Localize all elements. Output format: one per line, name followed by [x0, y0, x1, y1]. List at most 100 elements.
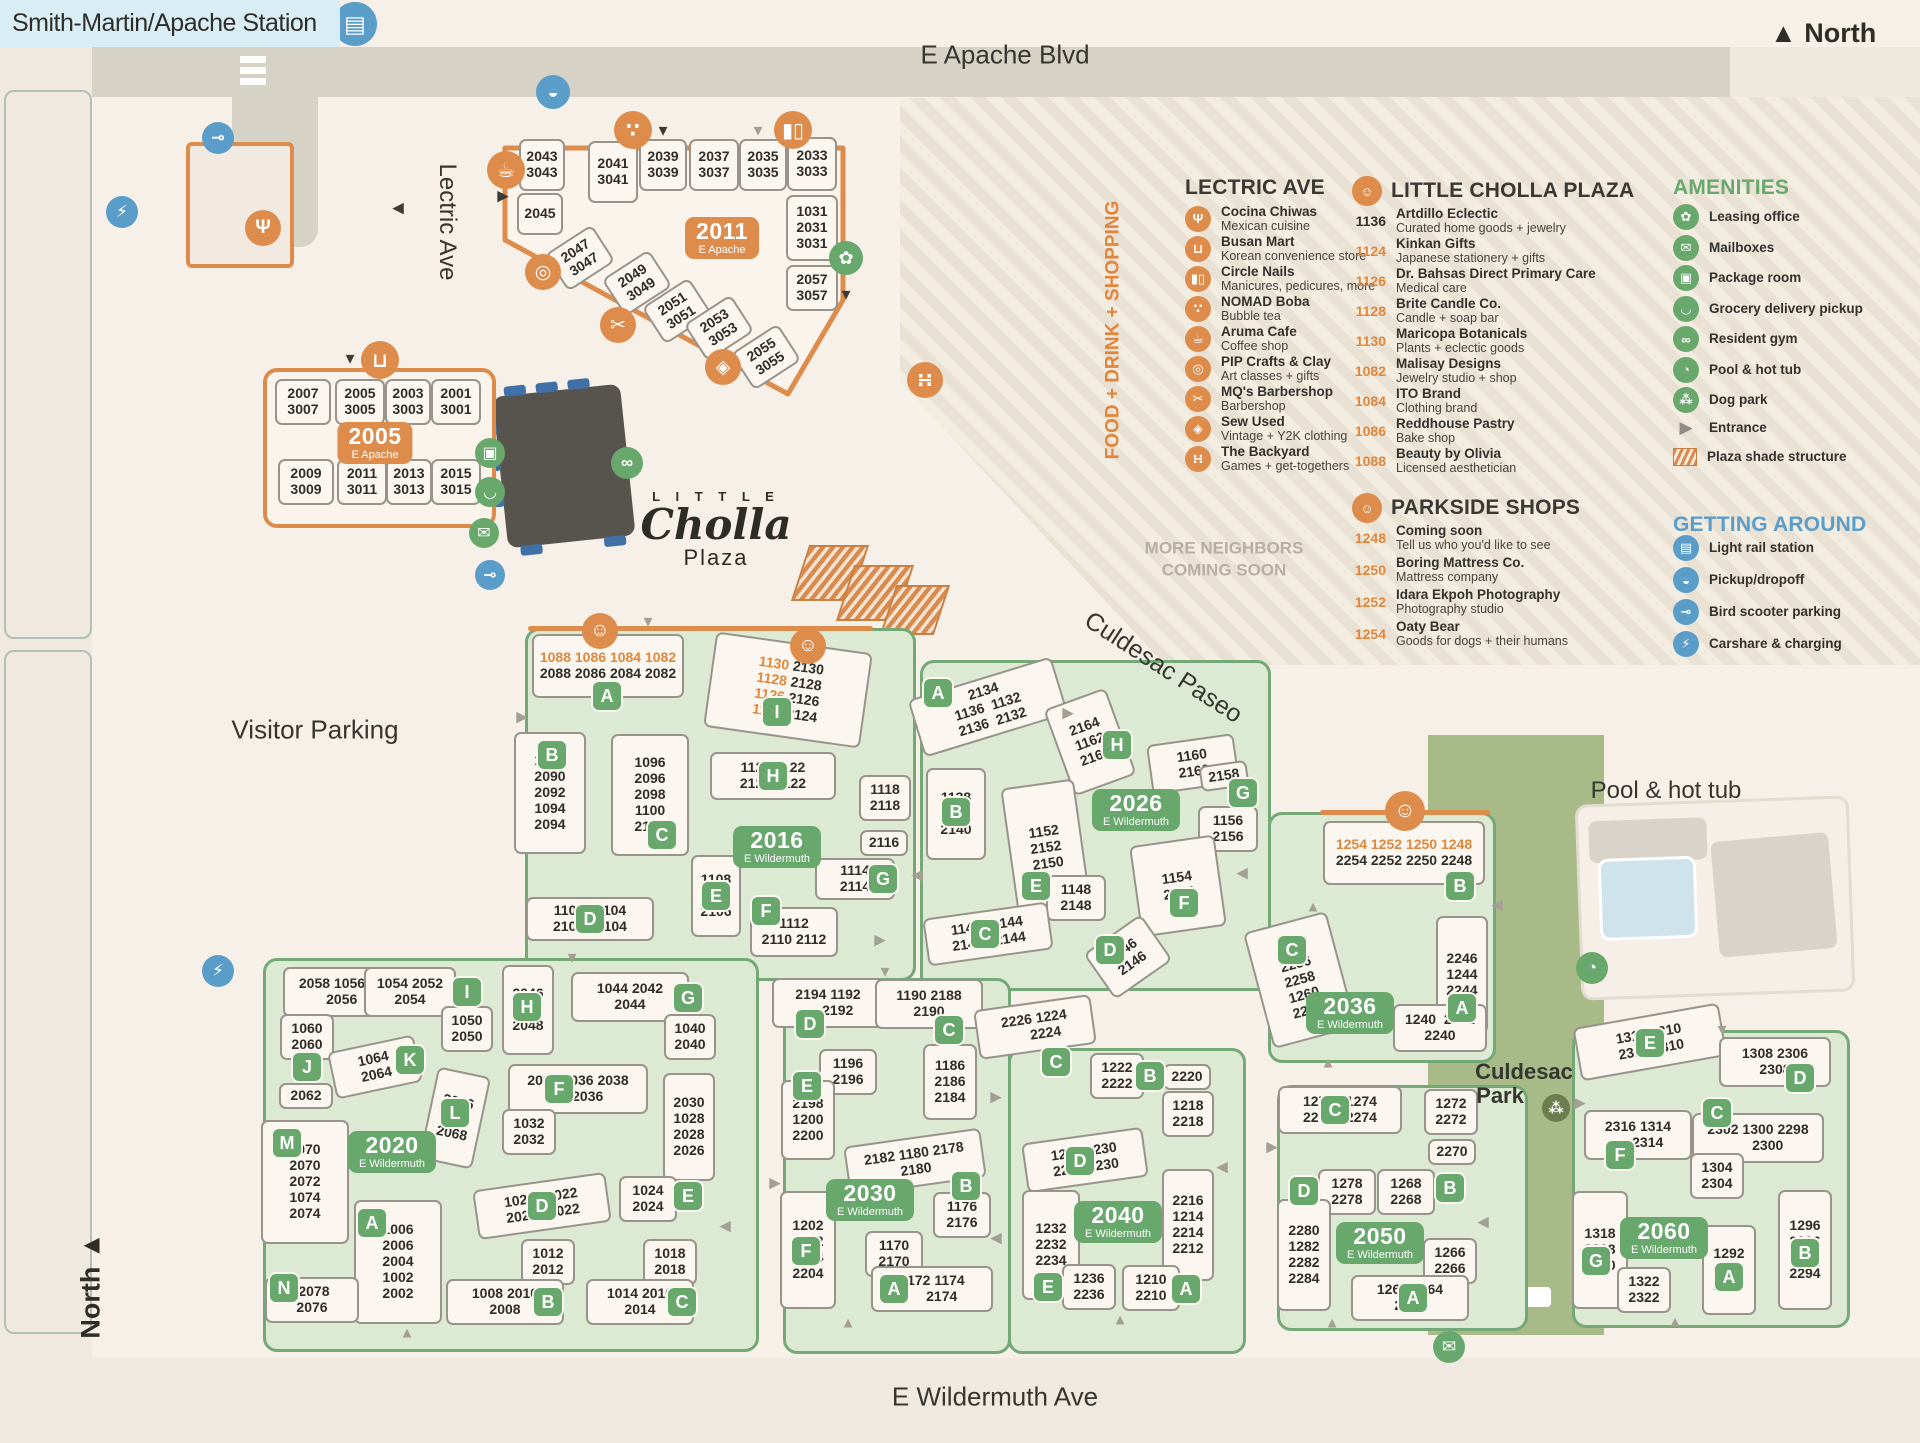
scissors-icon: ✂	[600, 307, 636, 343]
paw-icon: ⁂	[1542, 1094, 1570, 1122]
coffee-icon: ☕	[487, 151, 525, 189]
block-badge-2020-M: M	[271, 1127, 303, 1159]
block-badge-2020-F: F	[543, 1073, 575, 1105]
bag-icon: ☺	[1352, 493, 1382, 523]
coffee-icon: ☕	[1185, 325, 1211, 352]
road-label-lectric: Lectric Ave	[434, 163, 462, 281]
boba-icon: ∵	[1185, 295, 1211, 322]
gym-icon: ∞	[1673, 326, 1699, 352]
bag-icon: ☺	[582, 613, 618, 649]
left-road	[0, 47, 92, 1443]
entrance-arrow: ◀	[911, 866, 923, 884]
block-badge-2036-B: B	[1444, 870, 1476, 902]
block-badge-2016-D: D	[574, 903, 606, 935]
entrance-arrow: ▲	[1305, 898, 1321, 916]
label-park-1: Culdesac	[1475, 1058, 1573, 1084]
unit-box: 2220	[1163, 1064, 1211, 1090]
entrance-arrow: ▼	[640, 613, 656, 631]
entrance-arrow: ▼	[750, 122, 766, 140]
block-badge-2016-C: C	[646, 819, 678, 851]
entrance-arrow: ▲	[840, 1314, 856, 1332]
entrance-arrow: ▶	[516, 708, 528, 726]
block-badge-2030-C: C	[933, 1014, 965, 1046]
road-cap	[1730, 47, 1920, 97]
crosswalk-stripe	[240, 78, 266, 85]
block-badge-2026-B: B	[940, 796, 972, 828]
pool-icon: ◔	[1576, 952, 1608, 984]
entrance-arrow: ▶	[1574, 1094, 1586, 1112]
entrance-arrow: ▶	[497, 187, 509, 205]
spiral-icon: ◎	[1185, 355, 1211, 382]
list-item: ◒Pickup/dropoff	[1673, 567, 1804, 593]
entrance-arrow-icon: ▶	[1679, 417, 1693, 437]
scissors-icon: ✂	[1185, 385, 1211, 412]
games-icon: ∺	[907, 362, 943, 398]
unit-box: 2194 1192 2192	[772, 978, 884, 1028]
block-badge-2026-D: D	[1094, 934, 1126, 966]
block-badge-2060-D: D	[1784, 1062, 1816, 1094]
fork-icon: Ψ	[1185, 205, 1211, 232]
entrance-arrow: ▼	[655, 122, 671, 140]
entrance-arrow: ▲	[1324, 1314, 1340, 1332]
mail-icon: ✉	[469, 518, 499, 548]
block-badge-2040-A: A	[1170, 1273, 1202, 1305]
tag-icon: ◈	[705, 349, 741, 385]
block-badge-2020-E: E	[672, 1180, 704, 1212]
ev-icon: ⚡	[106, 196, 138, 228]
list-item: ⊸Bird scooter parking	[1673, 599, 1841, 625]
block-badge-2026-G: G	[1227, 777, 1259, 809]
block-badge-2060-A: A	[1713, 1261, 1745, 1293]
block-badge-2060-B: B	[1789, 1237, 1821, 1269]
entrance-arrow: ▶	[990, 1088, 1002, 1106]
entrance-arrow: ▶	[1062, 704, 1074, 722]
block-badge-2020-J: J	[291, 1051, 323, 1083]
restaurant-building	[186, 142, 294, 268]
north-compass-top: ▲ North	[1770, 18, 1877, 48]
entrance-arrow: ◀	[1477, 1213, 1489, 1231]
block-badge-2060-G: G	[1580, 1245, 1612, 1277]
entrance-arrow: ▼	[877, 963, 893, 981]
wildermuth-road	[0, 1358, 1920, 1443]
label-coming-2: COMING SOON	[1161, 560, 1287, 580]
cholla-plaza-title: LITTLE CHOLLA PLAZA	[1391, 179, 1635, 202]
package-icon: ▣	[475, 438, 505, 468]
boba-icon: ∵	[614, 111, 652, 149]
list-item: ✉Mailboxes	[1673, 234, 1774, 261]
unit-box: 2270	[1428, 1139, 1476, 1165]
unit-box: 2316 1314 2314	[1584, 1110, 1692, 1160]
flower-icon: ✿	[1673, 204, 1699, 230]
station-name: Smith-Martin/Apache Station	[12, 9, 317, 37]
entrance-arrow: ▶	[769, 1174, 781, 1192]
unit-box: 2062	[279, 1083, 333, 1109]
block-badge-2016-E: E	[700, 880, 732, 912]
train-icon: ▤	[1673, 535, 1699, 561]
